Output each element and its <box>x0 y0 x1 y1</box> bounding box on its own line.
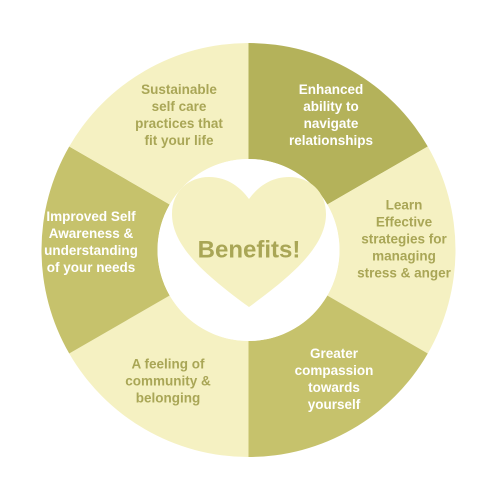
segment-label-line: Learn <box>386 198 423 213</box>
center-label: Benefits! <box>198 236 301 263</box>
segment-label-line: Enhanced <box>299 82 364 97</box>
segment-greater-compassion <box>248 295 428 457</box>
segment-label-line: compassion <box>295 363 374 378</box>
segment-label-greater-compassion: Greater compassion towards yourself <box>295 346 374 412</box>
segment-learn-strategies <box>327 146 456 354</box>
segment-label-feeling-of-community: A feeling of community & belonging <box>125 357 211 406</box>
segment-label-line: practices that <box>135 116 223 131</box>
segment-label-line: fit your life <box>144 133 213 148</box>
wheel-segments <box>41 43 456 457</box>
segment-enhanced-relationships <box>248 43 428 205</box>
segment-feeling-of-community <box>69 295 249 457</box>
segment-label-line: yourself <box>308 397 361 412</box>
segment-label-line: understanding <box>44 243 138 258</box>
segment-label-line: relationships <box>289 133 373 148</box>
segment-label-line: stress & anger <box>357 266 452 281</box>
segment-label-line: Sustainable <box>141 82 217 97</box>
segment-label-line: belonging <box>136 391 201 406</box>
segment-label-line: strategies for <box>361 232 447 247</box>
heart-icon <box>172 177 326 307</box>
segment-label-line: ability to <box>303 99 359 114</box>
segment-label-enhanced-relationships: Enhanced ability to navigate relationships <box>289 82 373 148</box>
segment-label-line: self care <box>152 99 207 114</box>
segment-label-line: Greater <box>310 346 359 361</box>
segment-label-line: Improved Self <box>46 209 136 224</box>
segment-label-line: of your needs <box>47 260 136 275</box>
segment-label-line: Effective <box>376 215 433 230</box>
segment-labels: Enhanced ability to navigate relationshipsL… <box>44 82 452 412</box>
segment-label-line: Awareness & <box>49 226 134 241</box>
segment-label-line: A feeling of <box>132 357 206 372</box>
segment-label-sustainable-self-care: Sustainable self care practices that fit yo… <box>135 82 223 148</box>
segment-label-line: managing <box>372 249 436 264</box>
segment-label-line: towards <box>308 380 360 395</box>
segment-sustainable-self-care <box>69 43 249 205</box>
segment-improved-self-awareness <box>41 146 170 354</box>
segment-label-line: navigate <box>304 116 359 131</box>
segment-label-line: community & <box>125 374 211 389</box>
